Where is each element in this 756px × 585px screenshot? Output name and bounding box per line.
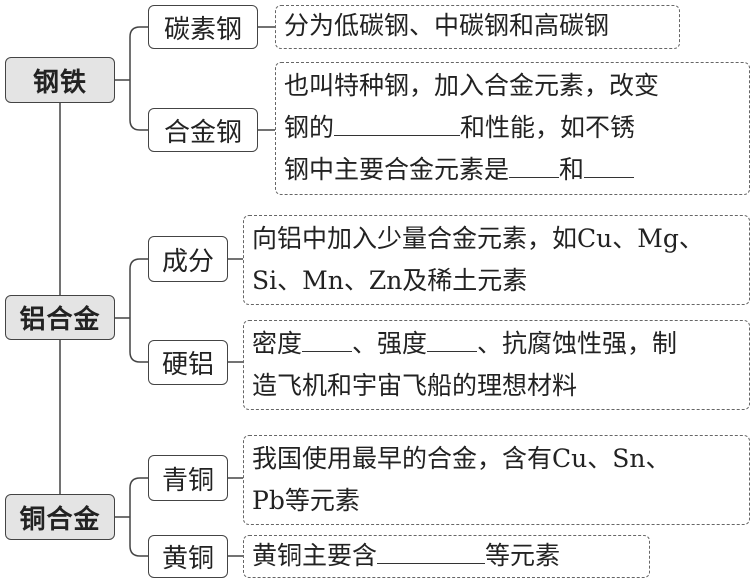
- desc-text: 、强度: [352, 329, 428, 358]
- desc-text: 等元素: [485, 541, 561, 570]
- desc-text: 和: [559, 155, 585, 184]
- fill-in-blank: [509, 155, 560, 178]
- desc-text: 造飞机和宇宙飞船的理想材料: [252, 371, 578, 400]
- node-bronze: 青铜: [148, 455, 228, 501]
- fill-in-blank: [584, 155, 635, 178]
- desc-line: 也叫特种钢，加入合金元素，改变: [284, 65, 741, 107]
- desc-text: 、抗腐蚀性强，制: [477, 329, 678, 358]
- node-duralumin: 硬铝: [148, 340, 228, 385]
- node-alloy-steel: 合金钢: [148, 108, 258, 152]
- fill-in-blank: [302, 329, 353, 352]
- node-composition: 成分: [148, 236, 228, 282]
- desc-line: 分为低碳钢、中碳钢和高碳钢: [284, 6, 671, 46]
- node-carbon-steel: 碳素钢: [148, 5, 258, 49]
- desc-line: 钢中主要合金元素是 和: [284, 149, 741, 191]
- desc-line: 造飞机和宇宙飞船的理想材料: [252, 365, 741, 407]
- desc-text: Si、Mn、Zn及稀土元素: [252, 266, 528, 295]
- desc-line: 钢的 和性能，如不锈: [284, 107, 741, 149]
- node-brass: 黄铜: [148, 535, 228, 578]
- desc-text: 密度: [252, 329, 303, 358]
- desc-text: Pb等元素: [252, 486, 360, 515]
- desc-text: 黄铜主要含: [252, 541, 378, 570]
- desc-line: 密度 、强度 、抗腐蚀性强，制: [252, 323, 741, 365]
- desc-line: 向铝中加入少量合金元素，如Cu、Mg、: [252, 218, 741, 260]
- fill-in-blank: [377, 541, 486, 564]
- desc-line: Pb等元素: [252, 480, 741, 522]
- fill-in-blank: [334, 113, 461, 136]
- desc-duralumin: 密度 、强度 、抗腐蚀性强，制造飞机和宇宙飞船的理想材料: [243, 320, 750, 410]
- desc-text: 分为低碳钢、中碳钢和高碳钢: [284, 11, 610, 40]
- branch-connector: [115, 26, 148, 131]
- desc-text: 也叫特种钢，加入合金元素，改变: [284, 71, 660, 100]
- desc-text: 钢的: [284, 113, 335, 142]
- desc-composition: 向铝中加入少量合金元素，如Cu、Mg、 Si、Mn、Zn及稀土元素: [243, 215, 750, 305]
- fill-in-blank: [427, 329, 478, 352]
- branch-connector: [115, 477, 148, 557]
- desc-text: 我国使用最早的合金，含有Cu、Sn、: [252, 444, 671, 473]
- desc-brass: 黄铜主要含 等元素: [243, 535, 650, 578]
- node-copper-alloy: 铜合金: [5, 494, 115, 540]
- desc-text: 钢中主要合金元素是: [284, 155, 510, 184]
- node-aluminum-alloy: 铝合金: [5, 295, 115, 340]
- desc-bronze: 我国使用最早的合金，含有Cu、Sn、 Pb等元素: [243, 435, 750, 525]
- desc-text: 向铝中加入少量合金元素，如Cu、Mg、: [252, 224, 704, 253]
- node-steel: 钢铁: [5, 57, 115, 103]
- desc-line: Si、Mn、Zn及稀土元素: [252, 260, 741, 302]
- branch-connector: [115, 258, 148, 363]
- desc-carbon-steel: 分为低碳钢、中碳钢和高碳钢: [275, 5, 680, 49]
- desc-line: 黄铜主要含 等元素: [252, 536, 641, 576]
- desc-line: 我国使用最早的合金，含有Cu、Sn、: [252, 438, 741, 480]
- desc-alloy-steel: 也叫特种钢，加入合金元素，改变钢的 和性能，如不锈钢中主要合金元素是 和: [275, 62, 750, 195]
- desc-text: 和性能，如不锈: [460, 113, 636, 142]
